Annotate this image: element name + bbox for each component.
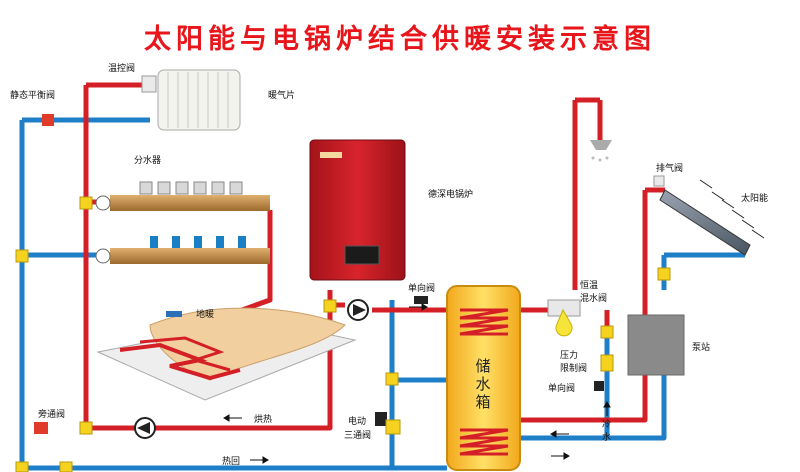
drying-label: 烘热: [254, 413, 272, 425]
shower-head-icon: [590, 140, 612, 162]
manifold: [95, 181, 270, 264]
diagram-title: 太阳能与电锅炉结合供暖安装示意图: [144, 23, 656, 55]
static-balance-valve-label: 静态平衡阀: [10, 89, 55, 101]
floor-heating-label: 地暖: [196, 308, 214, 320]
floor-heating: [96, 307, 357, 401]
boiler: [309, 139, 406, 281]
electric-three-way-valve-body: [385, 419, 401, 435]
storage-tank: [446, 285, 521, 471]
electric-three-way-valve-label-1: 电动: [348, 415, 366, 427]
floor-heating-tag-icon: [166, 311, 182, 317]
solar-collector: [659, 179, 765, 256]
cold-water-label-1: 冷: [602, 418, 611, 430]
pump-station: [627, 314, 685, 376]
pipe-fittings: [15, 196, 671, 472]
mixing-valve-label-2: 混水阀: [580, 292, 607, 304]
check-valve-1-label: 单向阀: [408, 282, 435, 294]
thermostatic-valve-label: 温控阀: [108, 62, 135, 74]
pump-icon: [134, 417, 156, 439]
pump-icon: [347, 299, 369, 321]
check-valve-2-label: 单向阀: [548, 382, 575, 394]
electric-three-way-valve-label-2: 三通阀: [344, 430, 371, 441]
storage-tank-label-2: 水: [475, 375, 490, 393]
bypass-valve-label: 旁通阀: [38, 408, 65, 420]
flow-arrows: [223, 303, 611, 464]
vent-valve-label: 排气阀: [656, 162, 683, 174]
heat-return-label: 热回: [222, 455, 240, 467]
thermostatic-valve-icon: [141, 75, 157, 93]
check-valve-2-icon: [594, 381, 604, 391]
electric-three-way-valve-icon: [375, 412, 387, 426]
vent-valve-icon: [653, 175, 665, 187]
boiler-label: 德深电锅炉: [428, 188, 473, 200]
check-valve-icon: [414, 296, 428, 304]
pump-station-label: 泵站: [692, 341, 710, 353]
solar-label: 太阳能: [741, 192, 768, 204]
static-balance-valve-icon: [42, 114, 54, 126]
manifold-label: 分水器: [134, 154, 161, 166]
pressure-limit-valve-label-1: 压力: [560, 349, 578, 361]
mixing-valve-icon: [547, 299, 581, 337]
mixing-valve-label-1: 恒温: [580, 279, 598, 291]
pressure-limit-valve-label-2: 限制阀: [560, 362, 587, 374]
bypass-valve-icon: [34, 422, 48, 434]
cold-water-label-2: 水: [602, 431, 611, 443]
storage-tank-label-1: 储: [475, 357, 490, 375]
radiator: [157, 69, 241, 131]
radiator-label: 暖气片: [268, 89, 295, 101]
storage-tank-label-3: 箱: [475, 393, 490, 411]
